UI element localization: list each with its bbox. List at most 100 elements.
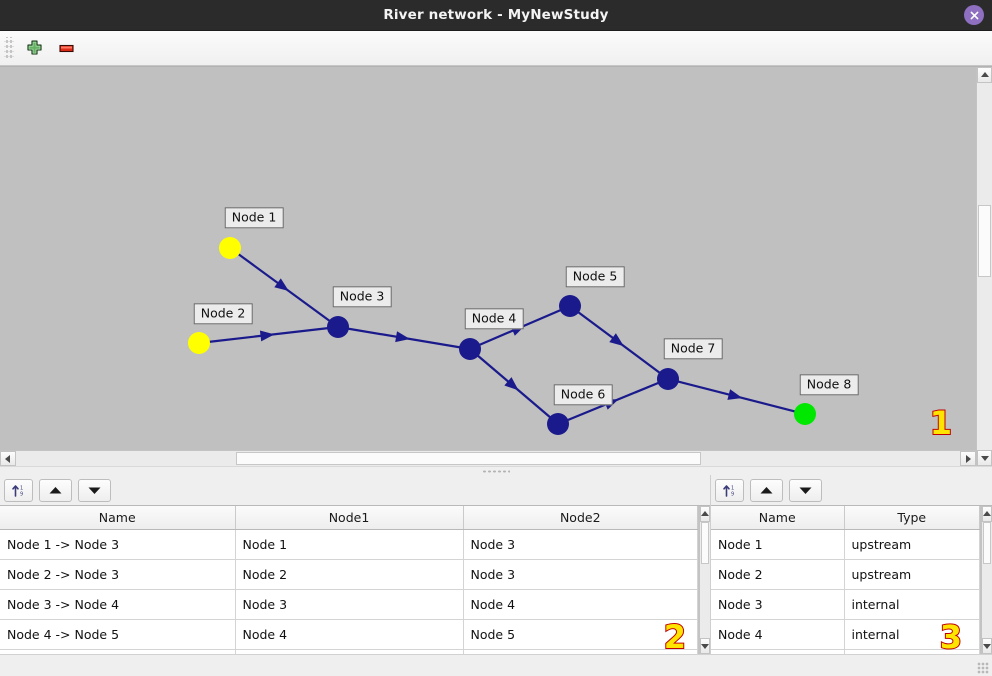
graph-node-label[interactable]: Node 3 <box>332 286 392 308</box>
toolbar-drag-handle[interactable] <box>4 37 14 59</box>
links-table-cell[interactable]: Node 3 <box>235 589 464 620</box>
graph-node-label[interactable]: Node 8 <box>799 374 859 396</box>
nodes-scroll-track[interactable] <box>982 522 992 638</box>
links-vertical-scrollbar[interactable]: 2 <box>663 506 710 657</box>
links-scroll-up-arrow-icon[interactable] <box>700 506 710 522</box>
links-table-cell[interactable]: Node 4 -> Node 5 <box>0 619 236 650</box>
graph-horizontal-scrollbar[interactable] <box>0 450 976 466</box>
network-graph-canvas[interactable]: Node 1 Node 2 Node 3 Node 4 Node 5 Node 6 Node… <box>0 67 976 450</box>
nodes-panel: 1 9 <box>710 475 992 657</box>
links-table-cell[interactable]: Node 4 <box>463 589 698 620</box>
remove-node-button[interactable] <box>52 35 80 61</box>
nodes-table-cell[interactable]: Node 3 <box>711 589 845 620</box>
table-row[interactable] <box>0 649 698 654</box>
links-table-column-header[interactable]: Name <box>0 506 236 530</box>
scroll-down-arrow-icon[interactable] <box>977 450 992 466</box>
links-table-cell[interactable] <box>235 649 464 654</box>
links-scroll-track[interactable] <box>700 522 710 638</box>
table-row[interactable] <box>711 649 980 654</box>
links-table-cell[interactable]: Node 2 -> Node 3 <box>0 559 236 590</box>
graph-node-label[interactable]: Node 6 <box>553 384 613 406</box>
links-table-cell[interactable]: Node 3 <box>463 529 698 560</box>
vertical-scroll-thumb[interactable] <box>978 205 991 277</box>
nodes-move-down-button[interactable] <box>789 478 822 502</box>
nodes-move-up-button[interactable] <box>750 478 783 502</box>
nodes-table-cell[interactable]: internal <box>844 619 980 650</box>
links-table-column-header[interactable]: Node2 <box>463 506 698 530</box>
add-node-button[interactable] <box>20 35 48 61</box>
links-table-cell[interactable]: Node 1 <box>235 529 464 560</box>
green-plus-icon <box>26 39 42 55</box>
links-table-column-header[interactable]: Node1 <box>235 506 464 530</box>
horizontal-scroll-thumb[interactable] <box>236 452 701 465</box>
links-sort-button[interactable]: 1 9 <box>4 478 33 502</box>
scroll-up-arrow-icon[interactable] <box>977 67 992 83</box>
graph-node[interactable] <box>794 403 816 425</box>
close-icon[interactable] <box>964 5 984 25</box>
links-table-cell[interactable]: Node 3 -> Node 4 <box>0 589 236 620</box>
graph-node[interactable] <box>188 332 210 354</box>
links-scroll-thumb[interactable] <box>701 522 709 564</box>
window-resize-grip[interactable] <box>977 662 989 674</box>
links-table-cell[interactable]: Node 2 <box>235 559 464 590</box>
sort-ascending-icon: 1 9 <box>12 484 23 497</box>
graph-node[interactable] <box>459 338 481 360</box>
nodes-vertical-scrollbar[interactable]: 3 <box>939 506 992 657</box>
graph-node-label[interactable]: Node 5 <box>565 266 625 288</box>
nodes-table-cell[interactable]: Node 4 <box>711 619 845 650</box>
nodes-scroll-thumb[interactable] <box>983 522 991 564</box>
graph-node-label[interactable]: Node 1 <box>224 207 284 229</box>
nodes-table-cell[interactable]: upstream <box>844 559 980 590</box>
graph-vertical-scrollbar[interactable] <box>976 67 992 466</box>
links-table-cell[interactable]: Node 1 -> Node 3 <box>0 529 236 560</box>
red-minus-icon <box>58 44 74 52</box>
links-move-down-button[interactable] <box>78 478 111 502</box>
links-table-cell[interactable] <box>0 649 236 654</box>
links-move-up-button[interactable] <box>39 478 72 502</box>
panel-splitter[interactable] <box>0 466 992 475</box>
nodes-table-cell[interactable]: Node 1 <box>711 529 845 560</box>
nodes-scroll-up-arrow-icon[interactable] <box>982 506 992 522</box>
graph-node[interactable] <box>559 295 581 317</box>
links-table-cell[interactable] <box>463 649 698 654</box>
links-scroll-down-arrow-icon[interactable] <box>700 638 710 654</box>
graph-node[interactable] <box>547 413 569 435</box>
nodes-table-cell[interactable] <box>711 649 845 654</box>
graph-node-label[interactable]: Node 4 <box>464 308 524 330</box>
nodes-table-column-header[interactable]: Name <box>711 506 845 530</box>
graph-node[interactable] <box>657 368 679 390</box>
vertical-scroll-track[interactable] <box>977 83 992 450</box>
links-table-cell[interactable]: Node 4 <box>235 619 464 650</box>
scroll-right-arrow-icon[interactable] <box>960 451 976 466</box>
edge-arrow-icon <box>259 330 275 342</box>
graph-node[interactable] <box>327 316 349 338</box>
nodes-table-cell[interactable]: internal <box>844 589 980 620</box>
graph-node-label[interactable]: Node 7 <box>663 338 723 360</box>
graph-node-label[interactable]: Node 2 <box>193 303 253 325</box>
nodes-scroll-down-arrow-icon[interactable] <box>982 638 992 654</box>
triangle-up-icon <box>760 486 773 493</box>
nodes-sort-button[interactable]: 1 9 <box>715 478 744 502</box>
network-graph-edges <box>188 237 816 435</box>
nodes-table-column-header[interactable]: Type <box>844 506 980 530</box>
links-table-cell[interactable]: Node 5 <box>463 619 698 650</box>
horizontal-scroll-track[interactable] <box>16 451 960 466</box>
nodes-table-cell[interactable] <box>844 649 980 654</box>
scroll-left-arrow-icon[interactable] <box>0 451 16 466</box>
nodes-table-cell[interactable]: upstream <box>844 529 980 560</box>
graph-node[interactable] <box>219 237 241 259</box>
links-table-cell[interactable]: Node 3 <box>463 559 698 590</box>
nodes-table-cell[interactable]: Node 2 <box>711 559 845 590</box>
nodes-panel-toolbar: 1 9 <box>711 475 992 505</box>
